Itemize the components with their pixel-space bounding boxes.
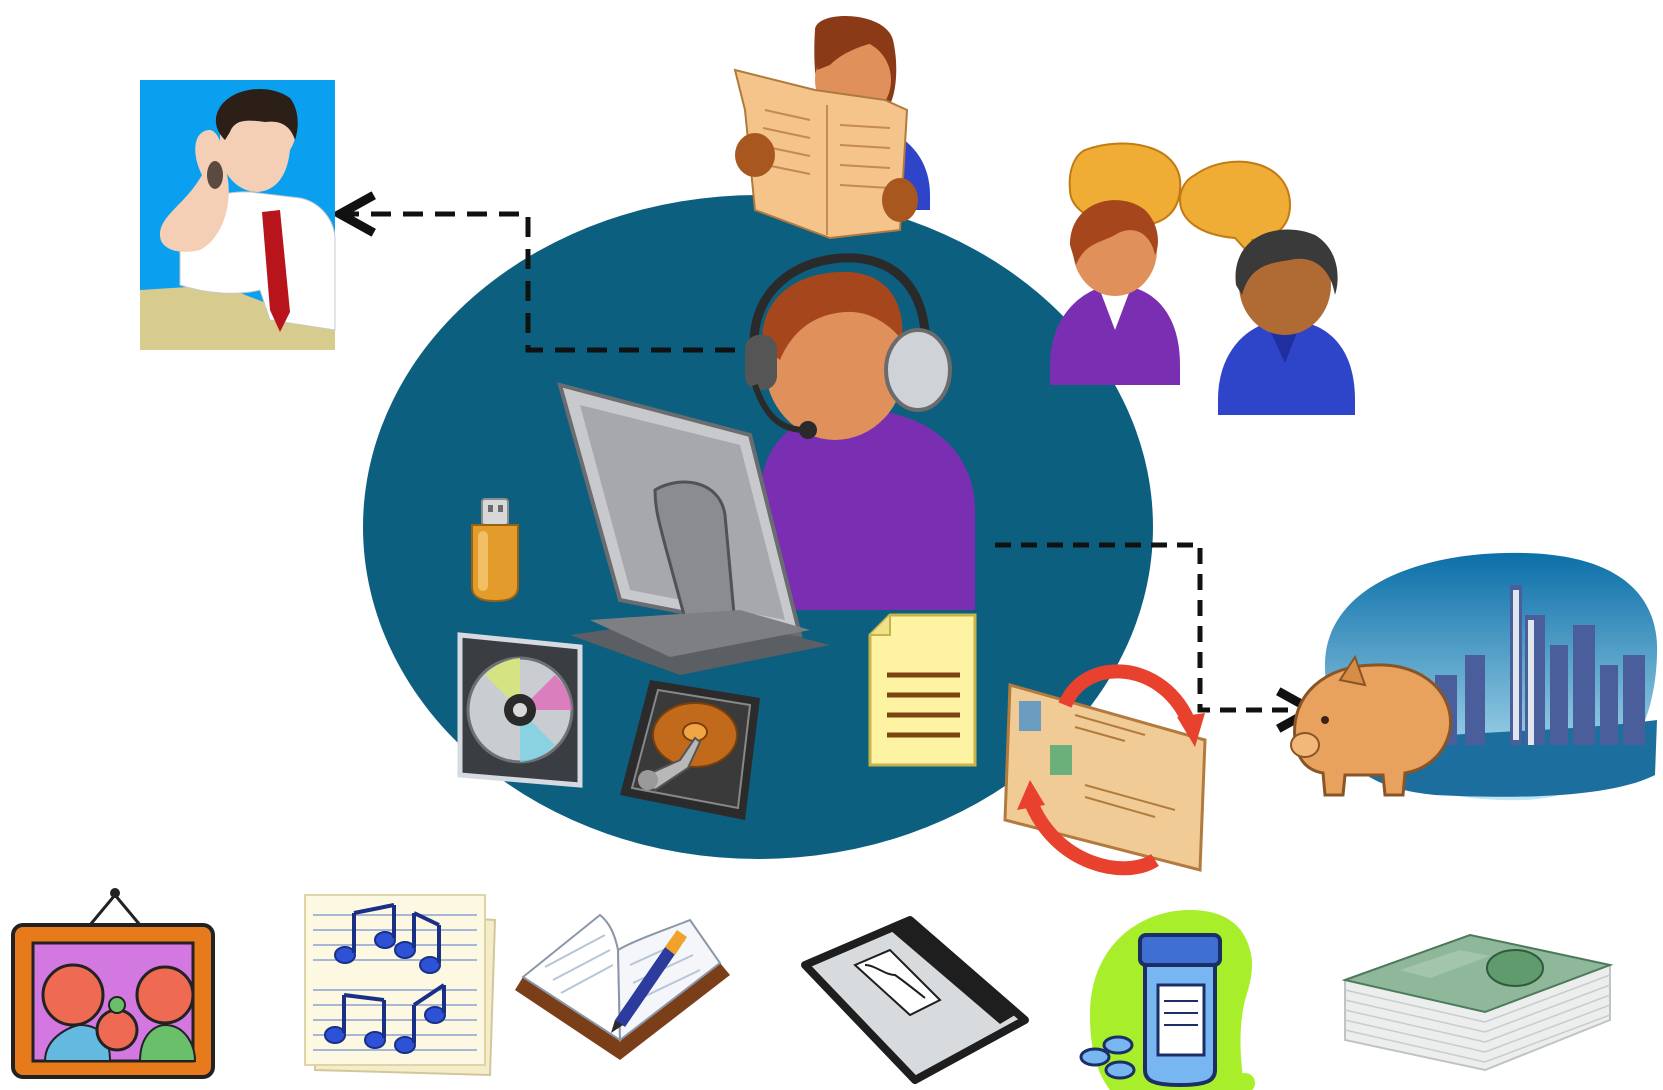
man-on-phone-icon bbox=[140, 80, 336, 350]
email-sync-icon bbox=[1003, 664, 1207, 876]
cd-case-icon bbox=[457, 632, 583, 788]
banknotes-stack-icon bbox=[1341, 933, 1614, 1072]
family-portrait-icon bbox=[11, 888, 215, 1079]
two-people-talking-icon bbox=[1050, 142, 1355, 415]
pill-bottle-icon bbox=[1079, 910, 1255, 1090]
open-notebook-pen-icon bbox=[515, 913, 730, 1060]
connector-to-office bbox=[340, 214, 735, 353]
hard-drive-icon bbox=[620, 680, 760, 820]
sheet-music-icon bbox=[304, 894, 497, 1077]
connector-to-bank bbox=[995, 542, 1312, 710]
document-icon bbox=[868, 613, 977, 767]
computer-monitor-icon bbox=[557, 382, 830, 675]
call-center-agent-icon bbox=[745, 253, 975, 610]
piggy-bank-city-icon bbox=[1290, 552, 1658, 801]
payment-card-icon bbox=[801, 916, 1029, 1084]
person-reading-newspaper-icon bbox=[733, 16, 930, 240]
usb-flash-drive-icon bbox=[471, 498, 519, 603]
